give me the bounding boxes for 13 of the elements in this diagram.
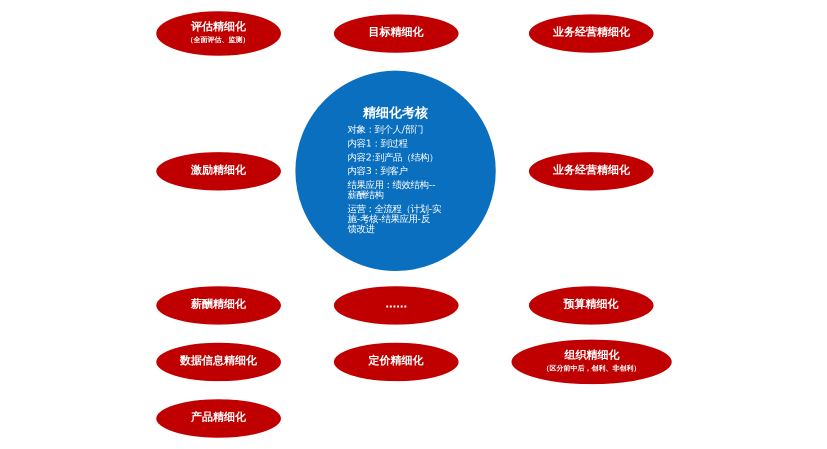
node-ellipse: 业务经营精细化 <box>528 14 654 54</box>
node-circle: 精细化考核 对象：到个人/部门 内容1：到过程 内容2:到产品（结构） 内容3：到客户 结果应用：绩效结构--薪酬结构 运营：全流程（计划-实施-考核-结果应用-反馈改进 <box>294 70 496 272</box>
node-ellipse: 预算精细化 <box>528 285 654 326</box>
node-ellipse: 产品精细化 <box>155 398 282 438</box>
node-ellipse: 薪酬精细化 <box>155 285 282 326</box>
node-ellipse: 业务经营精细化 <box>528 151 654 192</box>
node-ellipse: 组织精细化 （区分前中后，创利、非创利） <box>510 338 672 385</box>
node-ellipse: 激励精细化 <box>155 151 282 192</box>
node-ellipse: 目标精细化 <box>332 14 459 54</box>
node-ellipse: 数据信息精细化 <box>155 342 282 382</box>
node-ellipse: 定价精细化 <box>332 342 459 382</box>
node-ellipse: 评估精细化 （全面评估、监测） <box>155 10 282 56</box>
node-ellipse: …… <box>332 285 459 326</box>
